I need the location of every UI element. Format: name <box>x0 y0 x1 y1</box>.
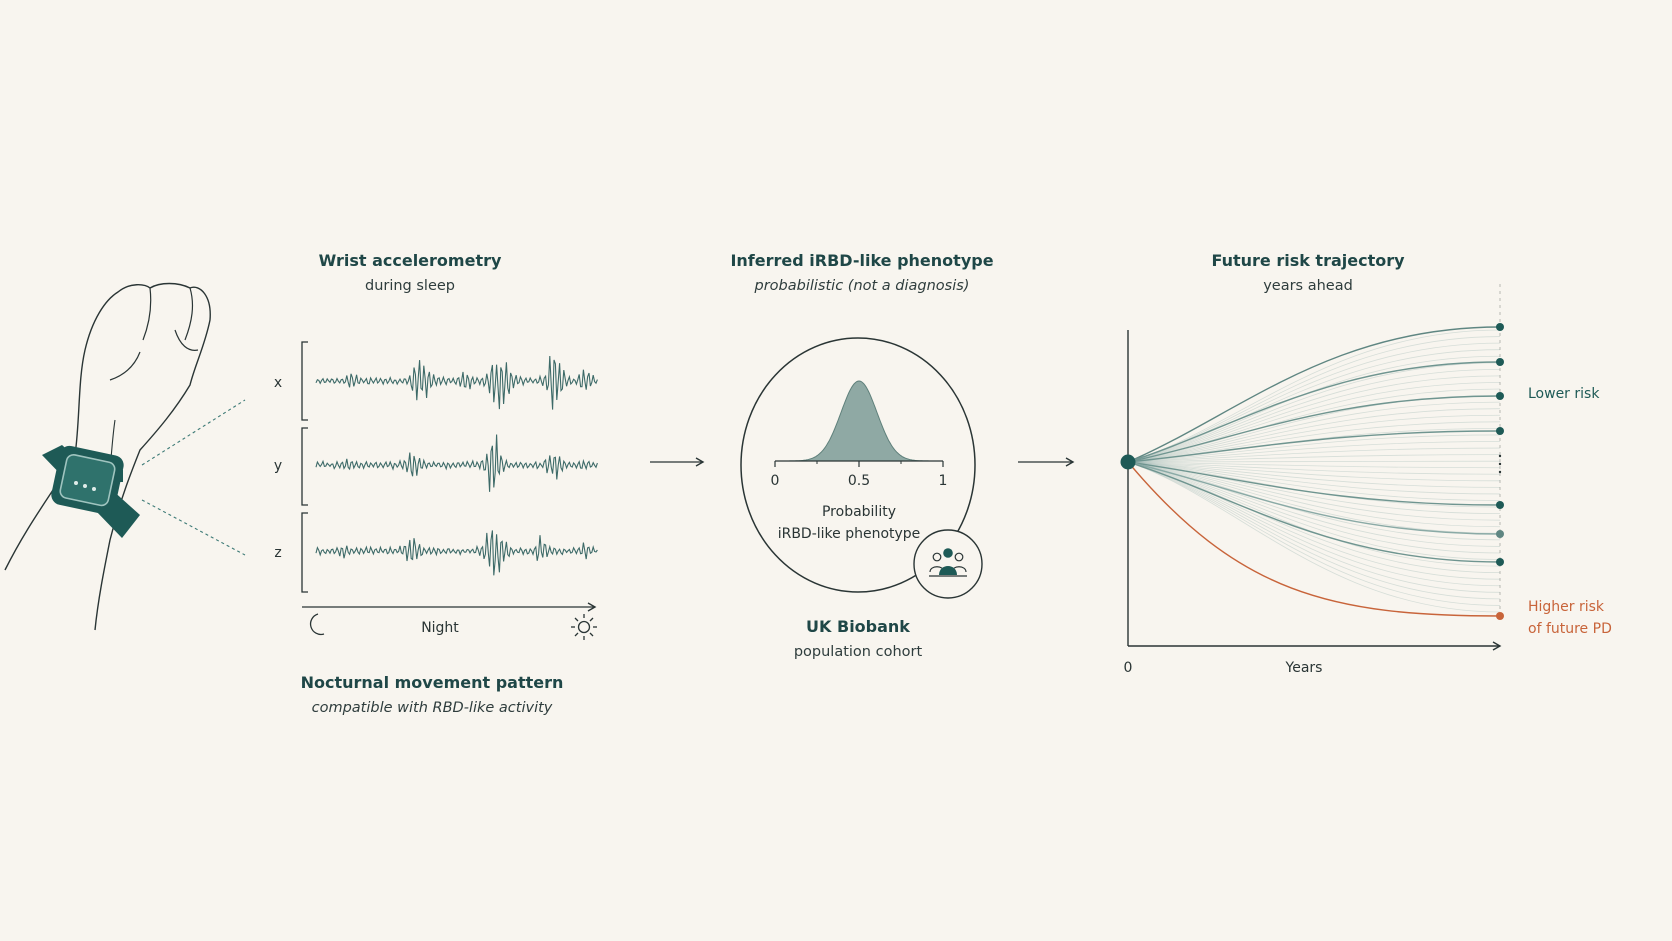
accelerometry-subtitle: during sleep <box>365 278 455 294</box>
fan-line <box>1127 388 1501 463</box>
fan-line <box>1127 461 1501 606</box>
fan-line <box>1127 460 1501 463</box>
trajectory-origin <box>1120 454 1136 470</box>
fan-line <box>1127 461 1501 600</box>
axis-label-x: x <box>274 375 282 391</box>
fan-line <box>1127 461 1501 534</box>
trajectory-line <box>1127 461 1501 506</box>
fan-line <box>1127 461 1501 501</box>
trajectory-line <box>1127 361 1501 463</box>
trajectory-lines <box>1127 326 1501 617</box>
movement-caption-title: Nocturnal movement pattern <box>301 673 564 692</box>
fan-line <box>1127 461 1501 475</box>
moon-icon <box>309 613 325 636</box>
fan-line <box>1127 329 1501 463</box>
trajectory-endpoint <box>1496 427 1504 435</box>
waveform-z <box>315 530 598 576</box>
fan-line <box>1127 368 1501 463</box>
trajectory-endpoint <box>1496 501 1504 509</box>
higher-risk-label: Higher risk <box>1528 599 1605 615</box>
fan-line <box>1127 408 1501 463</box>
phenotype-title: Inferred iRBD-like phenotype <box>730 251 993 270</box>
fan-line <box>1127 461 1501 482</box>
fan-line <box>1127 342 1501 463</box>
tick-label-0: 0 <box>771 473 780 489</box>
trajectory-line <box>1127 461 1501 535</box>
trajectory-endpoint <box>1496 612 1504 620</box>
fan-line <box>1127 362 1501 463</box>
fan-line <box>1127 461 1501 560</box>
fan-line <box>1127 461 1501 488</box>
trajectory-endpoints <box>1496 323 1504 620</box>
waveform-x <box>315 355 598 410</box>
higher-risk-label-2: of future PD <box>1528 621 1612 637</box>
accelerometry-title: Wrist accelerometry <box>319 251 502 270</box>
fan-line <box>1127 461 1501 469</box>
fan-line <box>1127 441 1501 463</box>
fan-line <box>1127 461 1501 541</box>
waveform-y <box>315 434 598 492</box>
fan-line <box>1127 461 1501 554</box>
probability-label: Probability <box>822 504 896 520</box>
wrist-device-icon <box>4 282 246 631</box>
lower-risk-label: Lower risk <box>1528 386 1600 402</box>
trajectory-subtitle: years ahead <box>1263 278 1353 294</box>
trajectory-line <box>1127 461 1501 563</box>
axis-label-y: y <box>274 458 282 474</box>
time-axis-label: Night <box>421 620 459 636</box>
trajectory-title: Future risk trajectory <box>1211 251 1405 270</box>
fan-line <box>1127 461 1501 567</box>
fan-line <box>1127 461 1501 528</box>
sun-icon <box>571 614 597 640</box>
x-origin-label: 0 <box>1124 660 1133 676</box>
panel-accelerometry: Wrist accelerometry during sleep x y z N… <box>4 251 598 716</box>
fan-line <box>1127 461 1501 574</box>
x-axis-label: Years <box>1285 660 1323 676</box>
trajectory-endpoint <box>1496 392 1504 400</box>
trajectory-endpoint <box>1496 558 1504 566</box>
phenotype-subtitle: probabilistic (not a diagnosis) <box>754 278 970 294</box>
fan-line <box>1127 401 1501 463</box>
tick-label-05: 0.5 <box>848 473 870 489</box>
trajectory-line <box>1127 326 1501 463</box>
biobank-title: UK Biobank <box>806 617 910 636</box>
fan-line <box>1127 349 1501 463</box>
population-icon <box>913 529 983 599</box>
fan-line <box>1127 447 1501 463</box>
trajectory-line <box>1127 430 1501 463</box>
trajectory-endpoint <box>1496 358 1504 366</box>
probability-distribution <box>775 380 943 462</box>
phenotype-axis-label: iRBD-like phenotype <box>778 526 921 542</box>
biobank-subtitle: population cohort <box>794 644 923 660</box>
trajectory-line <box>1127 395 1501 463</box>
fan-line <box>1127 414 1501 463</box>
phenotype-circle <box>740 337 976 593</box>
tick-label-1: 1 <box>939 473 948 489</box>
trajectory-endpoint <box>1496 323 1504 331</box>
ellipsis-dots <box>1498 454 1502 474</box>
movement-caption-sub: compatible with RBD-like activity <box>312 700 553 716</box>
fan-line <box>1127 461 1501 580</box>
fan-line <box>1127 461 1501 613</box>
fan-line <box>1127 461 1501 495</box>
fan-line <box>1127 454 1501 463</box>
fan-line <box>1127 434 1501 463</box>
axis-label-z: z <box>274 545 281 561</box>
high-risk-trajectory <box>1127 461 1501 617</box>
trajectory-endpoint <box>1496 530 1504 538</box>
panel-phenotype: Inferred iRBD-like phenotype probabilist… <box>730 251 993 660</box>
panel-risk-trajectory: Future risk trajectory years ahead 0 Yea… <box>1120 251 1612 676</box>
